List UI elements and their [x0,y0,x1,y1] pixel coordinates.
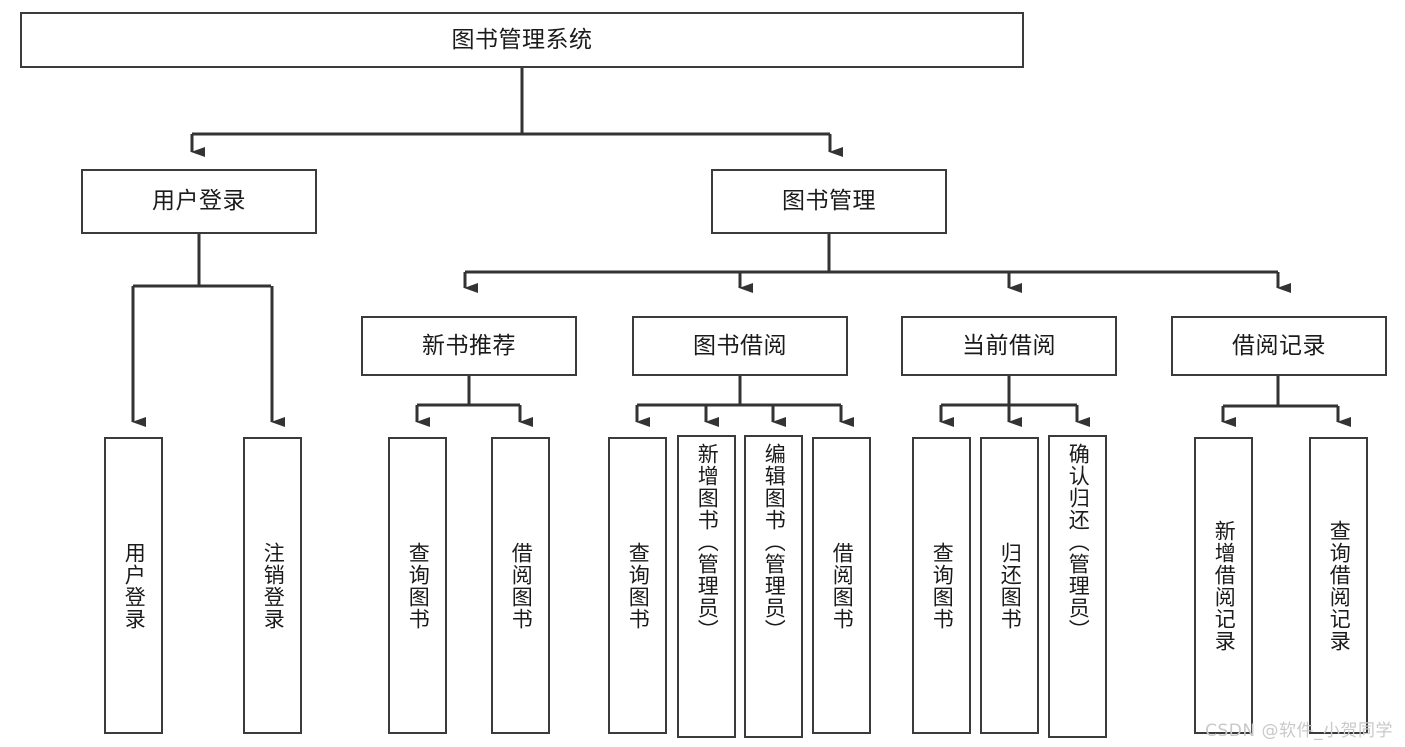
node-borrow-record-label: 借阅记录 [1232,332,1326,359]
node-leaf-confirm-return-admin[interactable]: 确认归还（管理员） [1048,435,1107,738]
node-book-manage-label: 图书管理 [782,188,876,215]
node-leaf-return-book-label: 归还图书 [998,541,1023,630]
node-leaf-borrow-book-2[interactable]: 借阅图书 [812,437,871,734]
node-leaf-add-book-admin[interactable]: 新增图书（管理员） [677,435,736,738]
node-new-book-recommend[interactable]: 新书推荐 [361,316,577,376]
node-leaf-query-borrow-record[interactable]: 查询借阅记录 [1309,437,1368,734]
node-leaf-add-borrow-record-label: 新增借阅记录 [1212,519,1237,652]
node-leaf-query-book-1-label: 查询图书 [406,541,431,630]
node-user-login-label: 用户登录 [152,188,246,215]
node-new-book-recommend-label: 新书推荐 [422,332,516,359]
node-leaf-logout-login-label: 注销登录 [261,541,286,630]
node-user-login[interactable]: 用户登录 [81,169,317,234]
node-leaf-edit-book-admin-label: 编辑图书（管理员） [762,443,787,641]
node-book-manage[interactable]: 图书管理 [711,169,947,234]
node-root[interactable]: 图书管理系统 [20,12,1024,68]
node-borrow-record[interactable]: 借阅记录 [1171,316,1387,376]
node-leaf-borrow-book-1[interactable]: 借阅图书 [491,437,550,734]
node-leaf-add-borrow-record[interactable]: 新增借阅记录 [1194,437,1253,734]
node-current-borrow-label: 当前借阅 [962,332,1056,359]
node-leaf-edit-book-admin[interactable]: 编辑图书（管理员） [744,435,803,738]
node-leaf-user-login-label: 用户登录 [122,541,147,630]
node-root-label: 图书管理系统 [451,26,593,53]
node-leaf-query-book-3-label: 查询图书 [930,541,955,630]
node-leaf-user-login[interactable]: 用户登录 [104,437,163,734]
node-leaf-borrow-book-2-label: 借阅图书 [830,541,855,630]
node-leaf-confirm-return-admin-label: 确认归还（管理员） [1066,443,1091,641]
node-leaf-query-book-2[interactable]: 查询图书 [608,437,667,734]
node-book-borrow[interactable]: 图书借阅 [632,316,848,376]
node-book-borrow-label: 图书借阅 [693,332,787,359]
node-leaf-logout-login[interactable]: 注销登录 [243,437,302,734]
node-leaf-return-book[interactable]: 归还图书 [980,437,1039,734]
node-leaf-query-book-2-label: 查询图书 [626,541,651,630]
node-leaf-borrow-book-1-label: 借阅图书 [509,541,534,630]
node-leaf-query-book-1[interactable]: 查询图书 [388,437,447,734]
node-leaf-query-borrow-record-label: 查询借阅记录 [1327,519,1352,652]
node-leaf-add-book-admin-label: 新增图书（管理员） [695,443,720,641]
node-leaf-query-book-3[interactable]: 查询图书 [912,437,971,734]
node-current-borrow[interactable]: 当前借阅 [901,316,1117,376]
